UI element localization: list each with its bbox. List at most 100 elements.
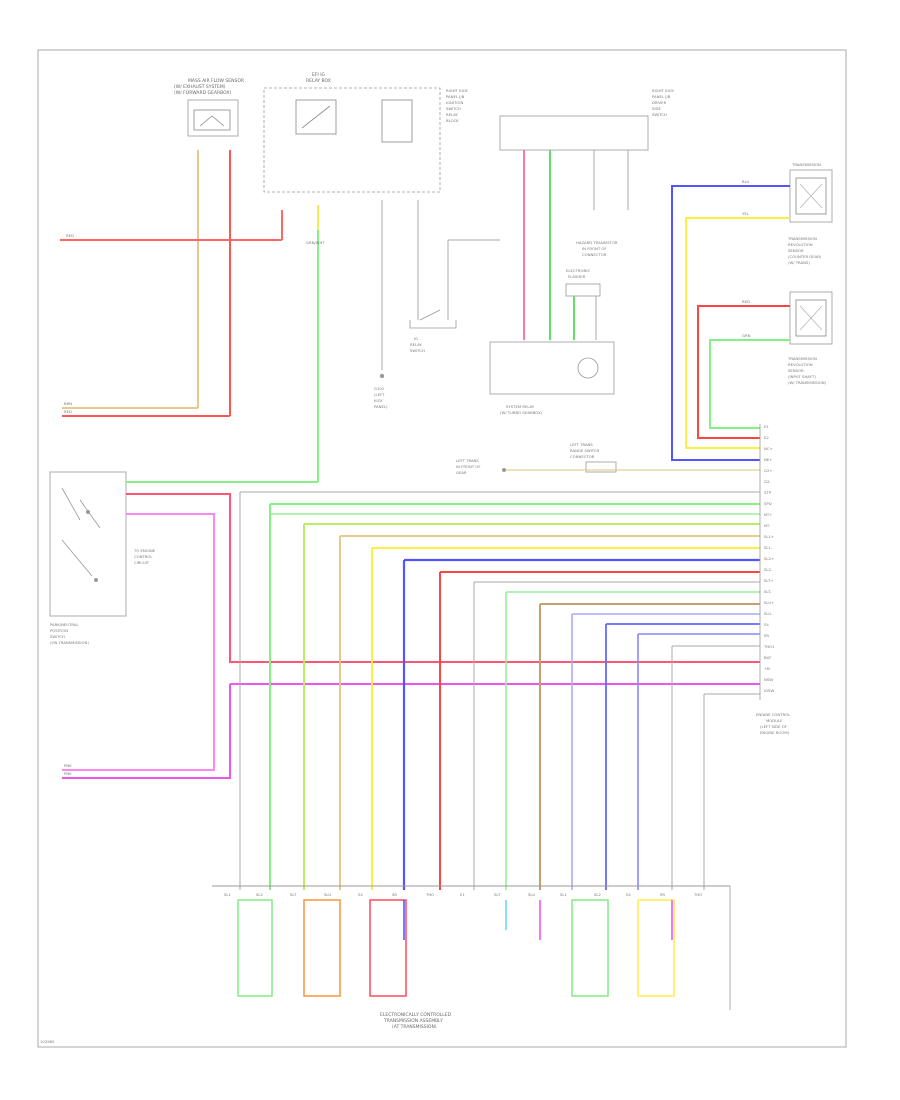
ig-relay-switch: IG RELAY SWITCH xyxy=(409,239,500,353)
svg-text:(W/ TRANSMISSION): (W/ TRANSMISSION) xyxy=(788,380,827,385)
label-right-grn: GRN xyxy=(742,333,751,338)
svg-text:(LEFT SIDE OF: (LEFT SIDE OF xyxy=(760,724,787,729)
svg-text:S4: S4 xyxy=(764,622,769,627)
svg-text:S4: S4 xyxy=(626,892,631,897)
loop-red xyxy=(369,899,407,997)
label-left-low-a: PNK xyxy=(64,763,72,768)
svg-text:HAZARD TRANSISTOR: HAZARD TRANSISTOR xyxy=(576,240,618,245)
wire-label-grn-wht: GRN/WHT xyxy=(306,240,325,245)
svg-text:NSW: NSW xyxy=(764,677,773,682)
svg-text:THO1: THO1 xyxy=(763,644,775,649)
svg-text:S4: S4 xyxy=(358,892,363,897)
svg-text:RIGHT KICK: RIGHT KICK xyxy=(446,88,468,93)
bottom-connector-row xyxy=(212,885,731,1010)
diagram-frame xyxy=(37,49,847,1048)
hazard-connector: HAZARD TRANSISTOR IN FRONT OF CONNECTOR xyxy=(576,240,618,257)
svg-text:SR: SR xyxy=(764,633,769,638)
svg-text:SL2+: SL2+ xyxy=(764,556,774,561)
svg-text:SLT: SLT xyxy=(290,892,297,897)
svg-text:SENSOR: SENSOR xyxy=(788,368,804,373)
svg-text:+B: +B xyxy=(764,666,770,671)
svg-text:ENGINE CONTROL: ENGINE CONTROL xyxy=(756,712,791,717)
svg-text:(INPUT SHAFT): (INPUT SHAFT) xyxy=(788,374,816,379)
svg-text:SLT: SLT xyxy=(494,892,501,897)
svg-text:SL1: SL1 xyxy=(224,892,232,897)
svg-text:(LEFT: (LEFT xyxy=(374,392,385,397)
svg-text:SLT-: SLT- xyxy=(764,589,772,594)
sensor-label-1: MASS AIR FLOW SENSOR xyxy=(188,78,244,84)
svg-text:SPD: SPD xyxy=(764,501,772,506)
svg-text:SWITCH: SWITCH xyxy=(652,112,667,117)
svg-text:CIRCUIT: CIRCUIT xyxy=(134,560,150,565)
svg-text:PARK/NEUTRAL: PARK/NEUTRAL xyxy=(50,622,79,627)
svg-text:(W/ TURBO GEARBOX): (W/ TURBO GEARBOX) xyxy=(500,410,543,415)
svg-text:FLASHER: FLASHER xyxy=(568,274,586,279)
svg-text:IN FRONT OF: IN FRONT OF xyxy=(582,246,607,251)
svg-text:RELAY: RELAY xyxy=(410,342,423,347)
label-right-yel: YEL xyxy=(742,211,750,216)
svg-text:SR: SR xyxy=(392,892,397,897)
svg-text:CONNECTOR: CONNECTOR xyxy=(570,454,595,459)
svg-text:KICK: KICK xyxy=(374,398,383,403)
svg-text:MODULE: MODULE xyxy=(766,718,783,723)
label-right-blu: BLU xyxy=(742,179,750,184)
svg-text:NC+: NC+ xyxy=(764,446,773,451)
svg-text:LEFT TRANS: LEFT TRANS xyxy=(456,458,479,463)
svg-text:POSITION: POSITION xyxy=(50,628,68,633)
svg-text:SWITCH: SWITCH xyxy=(410,348,425,353)
svg-text:SYSTEM RELAY: SYSTEM RELAY xyxy=(506,404,535,409)
svg-text:(COUNTER GEAR): (COUNTER GEAR) xyxy=(788,254,822,259)
svg-text:SLU+: SLU+ xyxy=(764,600,774,605)
label-left-low-b: PNK xyxy=(64,771,72,776)
svg-text:SR: SR xyxy=(660,892,665,897)
wire-magenta-pn xyxy=(62,513,215,771)
system-relay: SYSTEM RELAY (W/ TURBO GEARBOX) xyxy=(489,341,615,415)
svg-text:THO: THO xyxy=(693,892,702,897)
svg-text:THO: THO xyxy=(425,892,434,897)
wire-green-right xyxy=(709,339,790,429)
svg-text:SL2: SL2 xyxy=(256,892,264,897)
bottom-module-title: ELECTRONICALLY CONTROLLED TRANSMISSION A… xyxy=(380,1012,452,1030)
svg-text:RANGE SWITCH: RANGE SWITCH xyxy=(570,448,600,453)
svg-text:CONNECTOR: CONNECTOR xyxy=(582,252,607,257)
svg-text:LEFT TRANS: LEFT TRANS xyxy=(570,442,593,447)
svg-text:G2-: G2- xyxy=(764,479,771,484)
svg-text:DRIVER: DRIVER xyxy=(652,100,667,105)
footer-code: 102985 xyxy=(40,1039,55,1044)
svg-text:NE+: NE+ xyxy=(764,457,772,462)
loop-yellow xyxy=(637,899,675,997)
svg-text:E1: E1 xyxy=(764,424,769,429)
svg-text:SLU-: SLU- xyxy=(764,611,773,616)
electronic-flasher: ELECTRONIC FLASHER xyxy=(565,268,601,340)
loop-green-b xyxy=(571,899,609,997)
loop-green-a xyxy=(237,899,273,997)
wire-red-pn xyxy=(126,493,760,663)
svg-text:PANEL): PANEL) xyxy=(374,404,388,409)
svg-text:IG: IG xyxy=(414,336,418,341)
sensor-label-3: (W/ FORWARD GEARBOX) xyxy=(174,90,231,96)
svg-text:STP: STP xyxy=(764,490,772,495)
park-neutral-switch: PARK/NEUTRAL POSITION SWITCH (ON TRANSMI… xyxy=(49,471,156,645)
svg-text:SWITCH: SWITCH xyxy=(446,106,461,111)
svg-text:SL2: SL2 xyxy=(594,892,602,897)
efi-relay-box: EFI IG RELAY BOX xyxy=(263,72,441,193)
svg-text:SIDE: SIDE xyxy=(652,106,661,111)
svg-text:TRANSMISSION: TRANSMISSION xyxy=(787,236,817,241)
driver-junction-block: RIGHT KICK PANEL J/B DRIVER SIDE SWITCH xyxy=(499,88,674,151)
label-right-red: RED xyxy=(742,299,750,304)
relay-label-1: EFI IG xyxy=(312,72,326,78)
wire-label-red-top: RED xyxy=(66,233,74,238)
svg-text:E1: E1 xyxy=(460,892,465,897)
wire-yellow-right xyxy=(685,217,790,449)
relay-label-2: RELAY BOX xyxy=(306,78,331,84)
svg-text:PANEL J/B: PANEL J/B xyxy=(652,94,671,99)
svg-text:SL1-: SL1- xyxy=(764,545,773,550)
svg-text:SENSOR: SENSOR xyxy=(788,248,804,253)
wire-blue-right xyxy=(671,185,790,461)
svg-text:RELAY: RELAY xyxy=(446,112,459,117)
svg-text:GEAR: GEAR xyxy=(456,470,467,475)
svg-text:ELECTRONIC: ELECTRONIC xyxy=(566,268,590,273)
svg-text:NT+: NT+ xyxy=(764,512,772,517)
wire-label-red: RED xyxy=(64,409,72,414)
